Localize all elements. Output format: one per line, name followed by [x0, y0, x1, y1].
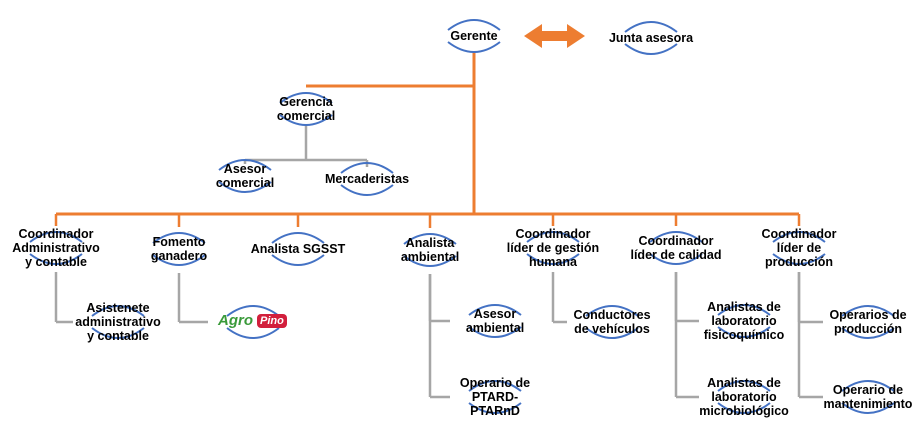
node-arc-decoration	[585, 305, 639, 339]
node-arc-decoration	[403, 233, 457, 267]
node-arc-decoration	[447, 19, 501, 53]
node-label: Gerente	[450, 29, 498, 43]
node-arc-decoration	[29, 231, 83, 265]
node-label: Junta asesora	[608, 31, 694, 45]
node-arc-decoration	[841, 305, 895, 339]
node-arc-decoration	[218, 159, 272, 193]
node-arc-decoration	[152, 232, 206, 266]
node-arc-decoration	[271, 232, 325, 266]
node-arc-decoration	[468, 304, 522, 338]
agropino-logo: Agro Pino	[218, 312, 290, 331]
node-arc-decoration	[772, 231, 826, 265]
double-arrow-gerente-junta	[524, 24, 585, 48]
node-arc-decoration	[91, 305, 145, 339]
node-arc-decoration	[624, 21, 678, 55]
node-arc-decoration	[717, 380, 771, 414]
node-label: Analista SGSST	[250, 242, 346, 256]
node-arc-decoration	[340, 162, 394, 196]
node-arc-decoration	[468, 380, 522, 414]
node-label: Mercaderistas	[324, 172, 410, 186]
node-arc-decoration	[226, 305, 280, 339]
node-arc-decoration	[526, 231, 580, 265]
node-arc-decoration	[649, 231, 703, 265]
node-arc-decoration	[717, 304, 771, 338]
node-arc-decoration	[279, 92, 333, 126]
logo-text-agro: Agro	[218, 312, 253, 329]
node-arc-decoration	[841, 380, 895, 414]
logo-text-pino: Pino	[257, 314, 287, 328]
